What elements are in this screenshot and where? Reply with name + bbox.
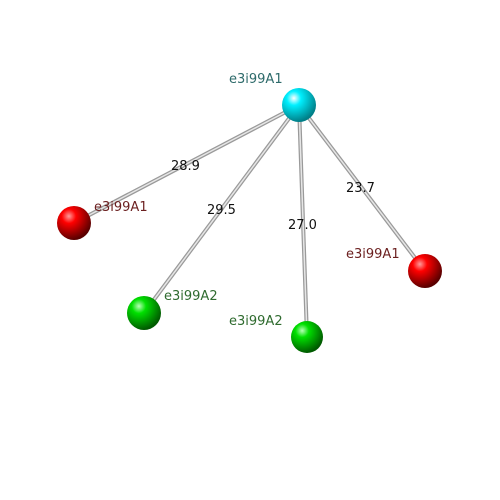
atom-label-right-green: e3i99A2 — [229, 314, 283, 329]
atom-sphere-left-green[interactable] — [127, 296, 161, 330]
atom-sphere-left-red[interactable] — [57, 206, 91, 240]
atom-label-right-red: e3i99A1 — [346, 247, 400, 262]
atom-sphere-center[interactable] — [282, 88, 316, 122]
edge-center-left-red — [73, 103, 300, 225]
atom-label-left-green: e3i99A2 — [164, 289, 218, 304]
atom-label-center: e3i99A1 — [229, 72, 283, 87]
atom-sphere-right-red[interactable] — [408, 254, 442, 288]
edge-center-right-red — [297, 103, 427, 273]
edge-center-right-green — [297, 104, 309, 338]
distance-label-left-red: 28.9 — [171, 159, 200, 174]
distance-label-right-red: 23.7 — [346, 181, 375, 196]
atom-label-left-red: e3i99A1 — [94, 200, 148, 215]
distance-label-left-green: 29.5 — [207, 203, 236, 218]
distance-label-right-green: 27.0 — [288, 218, 317, 233]
atom-sphere-right-green[interactable] — [291, 321, 323, 353]
edge-center-left-green — [142, 103, 301, 315]
